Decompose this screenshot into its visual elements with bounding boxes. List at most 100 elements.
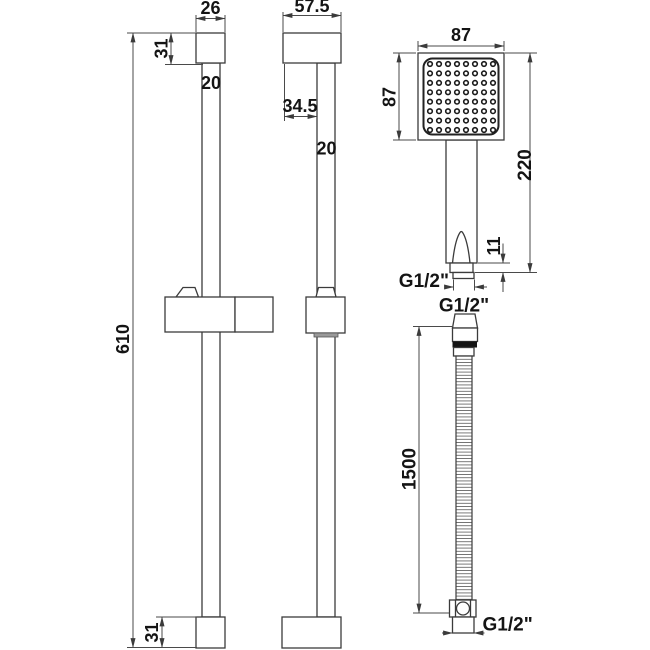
dim-label-side-bracket-offset: 34.5 — [282, 96, 317, 116]
dim-label-head-height: 87 — [380, 87, 400, 107]
nozzle-dot — [462, 60, 470, 68]
nozzle-dot — [444, 89, 452, 96]
nozzle-dot — [489, 70, 497, 77]
nozzle-dot — [426, 79, 434, 86]
hose-view — [448, 313, 479, 634]
hose-bottom-connector — [451, 616, 475, 634]
nozzle-dot — [489, 89, 497, 96]
nozzle-dot — [471, 108, 479, 115]
dim-label-handset-thread: G1/2" — [399, 271, 449, 292]
nozzle-dot — [453, 89, 461, 96]
dim-label-front-top-width: 26 — [200, 0, 220, 18]
nozzle-dot — [480, 89, 488, 96]
hose-top-collar — [452, 346, 475, 357]
nozzle-dot — [444, 98, 452, 105]
nozzle-dot — [462, 79, 470, 86]
nozzle-dot — [435, 117, 443, 124]
nozzle-dot — [489, 126, 497, 134]
front-view-slide-rail — [164, 32, 274, 649]
dimensions-front-view: 26 31 20 610 31 — [113, 0, 226, 649]
dim-label-front-overall-height: 610 — [113, 324, 133, 354]
nozzle-dot — [444, 108, 452, 115]
nozzle-dot — [462, 98, 470, 105]
nozzle-dot — [453, 70, 461, 77]
dim-label-handset-overall-length: 220 — [515, 149, 536, 181]
hose-hex-bore — [455, 601, 471, 616]
dim-label-hose-top-thread: G1/2" — [439, 296, 489, 317]
side-view-slide-rail — [281, 32, 346, 649]
nozzle-dot — [453, 98, 461, 105]
nozzle-dot — [426, 60, 434, 68]
nozzle-dot — [471, 126, 479, 134]
nozzle-dot — [453, 126, 461, 134]
nozzle-dot — [471, 60, 479, 68]
nozzle-dot — [489, 98, 497, 105]
nozzle-dot — [489, 79, 497, 86]
dim-label-hose-length: 1500 — [400, 448, 421, 490]
front-slider-body — [164, 296, 236, 333]
nozzle-dot — [462, 70, 470, 77]
nozzle-grid — [426, 60, 497, 134]
dim-label-outlet-length: 11 — [484, 236, 504, 255]
dim-label-hose-bottom-thread: G1/2" — [483, 615, 533, 636]
dim-label-side-bar-width: 20 — [316, 139, 336, 159]
nozzle-dot — [462, 126, 470, 134]
nozzle-dot — [435, 108, 443, 115]
nozzle-dot — [480, 70, 488, 77]
front-rail-bar — [201, 62, 221, 618]
nozzle-dot — [480, 98, 488, 105]
nozzle-dot — [435, 98, 443, 105]
nozzle-dot — [453, 60, 461, 68]
hose-flexible-tube — [455, 355, 473, 601]
side-slider-gasket — [313, 332, 339, 338]
nozzle-dot — [489, 108, 497, 115]
nozzle-dot — [480, 79, 488, 86]
nozzle-dot — [426, 117, 434, 124]
dim-label-side-top-width: 57.5 — [294, 0, 329, 16]
nozzle-dot — [444, 117, 452, 124]
handset-spray-face — [422, 57, 500, 136]
nozzle-dot — [489, 117, 497, 124]
nozzle-dot — [435, 70, 443, 77]
nozzle-dot — [435, 60, 443, 68]
nozzle-dot — [453, 79, 461, 86]
dim-label-front-bottom-cap-height: 31 — [142, 622, 162, 642]
nozzle-dot — [426, 70, 434, 77]
nozzle-dot — [471, 89, 479, 96]
side-slider-body — [305, 296, 346, 334]
nozzle-dot — [480, 117, 488, 124]
front-slider-lever — [174, 286, 200, 298]
dim-label-head-width: 87 — [451, 25, 471, 45]
nozzle-dot — [426, 98, 434, 105]
side-slider-tab — [315, 286, 337, 298]
nozzle-dot — [444, 60, 452, 68]
nozzle-dot — [462, 89, 470, 96]
nozzle-dot — [462, 117, 470, 124]
dimensions-side-view: 57.5 34.5 20 — [282, 0, 342, 159]
dim-label-front-top-cap-height: 31 — [152, 38, 172, 58]
nozzle-dot — [453, 108, 461, 115]
nozzle-dot — [426, 108, 434, 115]
nozzle-dot — [489, 60, 497, 68]
nozzle-dot — [480, 108, 488, 115]
nozzle-dot — [435, 126, 443, 134]
dim-label-front-bar-width: 20 — [201, 73, 221, 93]
handset-outlet-thread — [452, 271, 475, 280]
nozzle-dot — [462, 108, 470, 115]
nozzle-dot — [471, 98, 479, 105]
hose-top-band — [452, 341, 477, 348]
hose-top-connector — [451, 327, 479, 343]
nozzle-dot — [480, 126, 488, 134]
nozzle-dot — [444, 70, 452, 77]
side-rail-top-cap — [282, 32, 342, 64]
handset-outlet-collar — [449, 262, 474, 274]
nozzle-dot — [471, 79, 479, 86]
nozzle-dot — [435, 89, 443, 96]
handset-view — [417, 52, 505, 280]
front-rail-bottom-cap — [195, 616, 226, 649]
nozzle-dot — [471, 117, 479, 124]
nozzle-dot — [426, 89, 434, 96]
nozzle-dot — [426, 126, 434, 134]
nozzle-dot — [471, 70, 479, 77]
nozzle-dot — [444, 126, 452, 134]
